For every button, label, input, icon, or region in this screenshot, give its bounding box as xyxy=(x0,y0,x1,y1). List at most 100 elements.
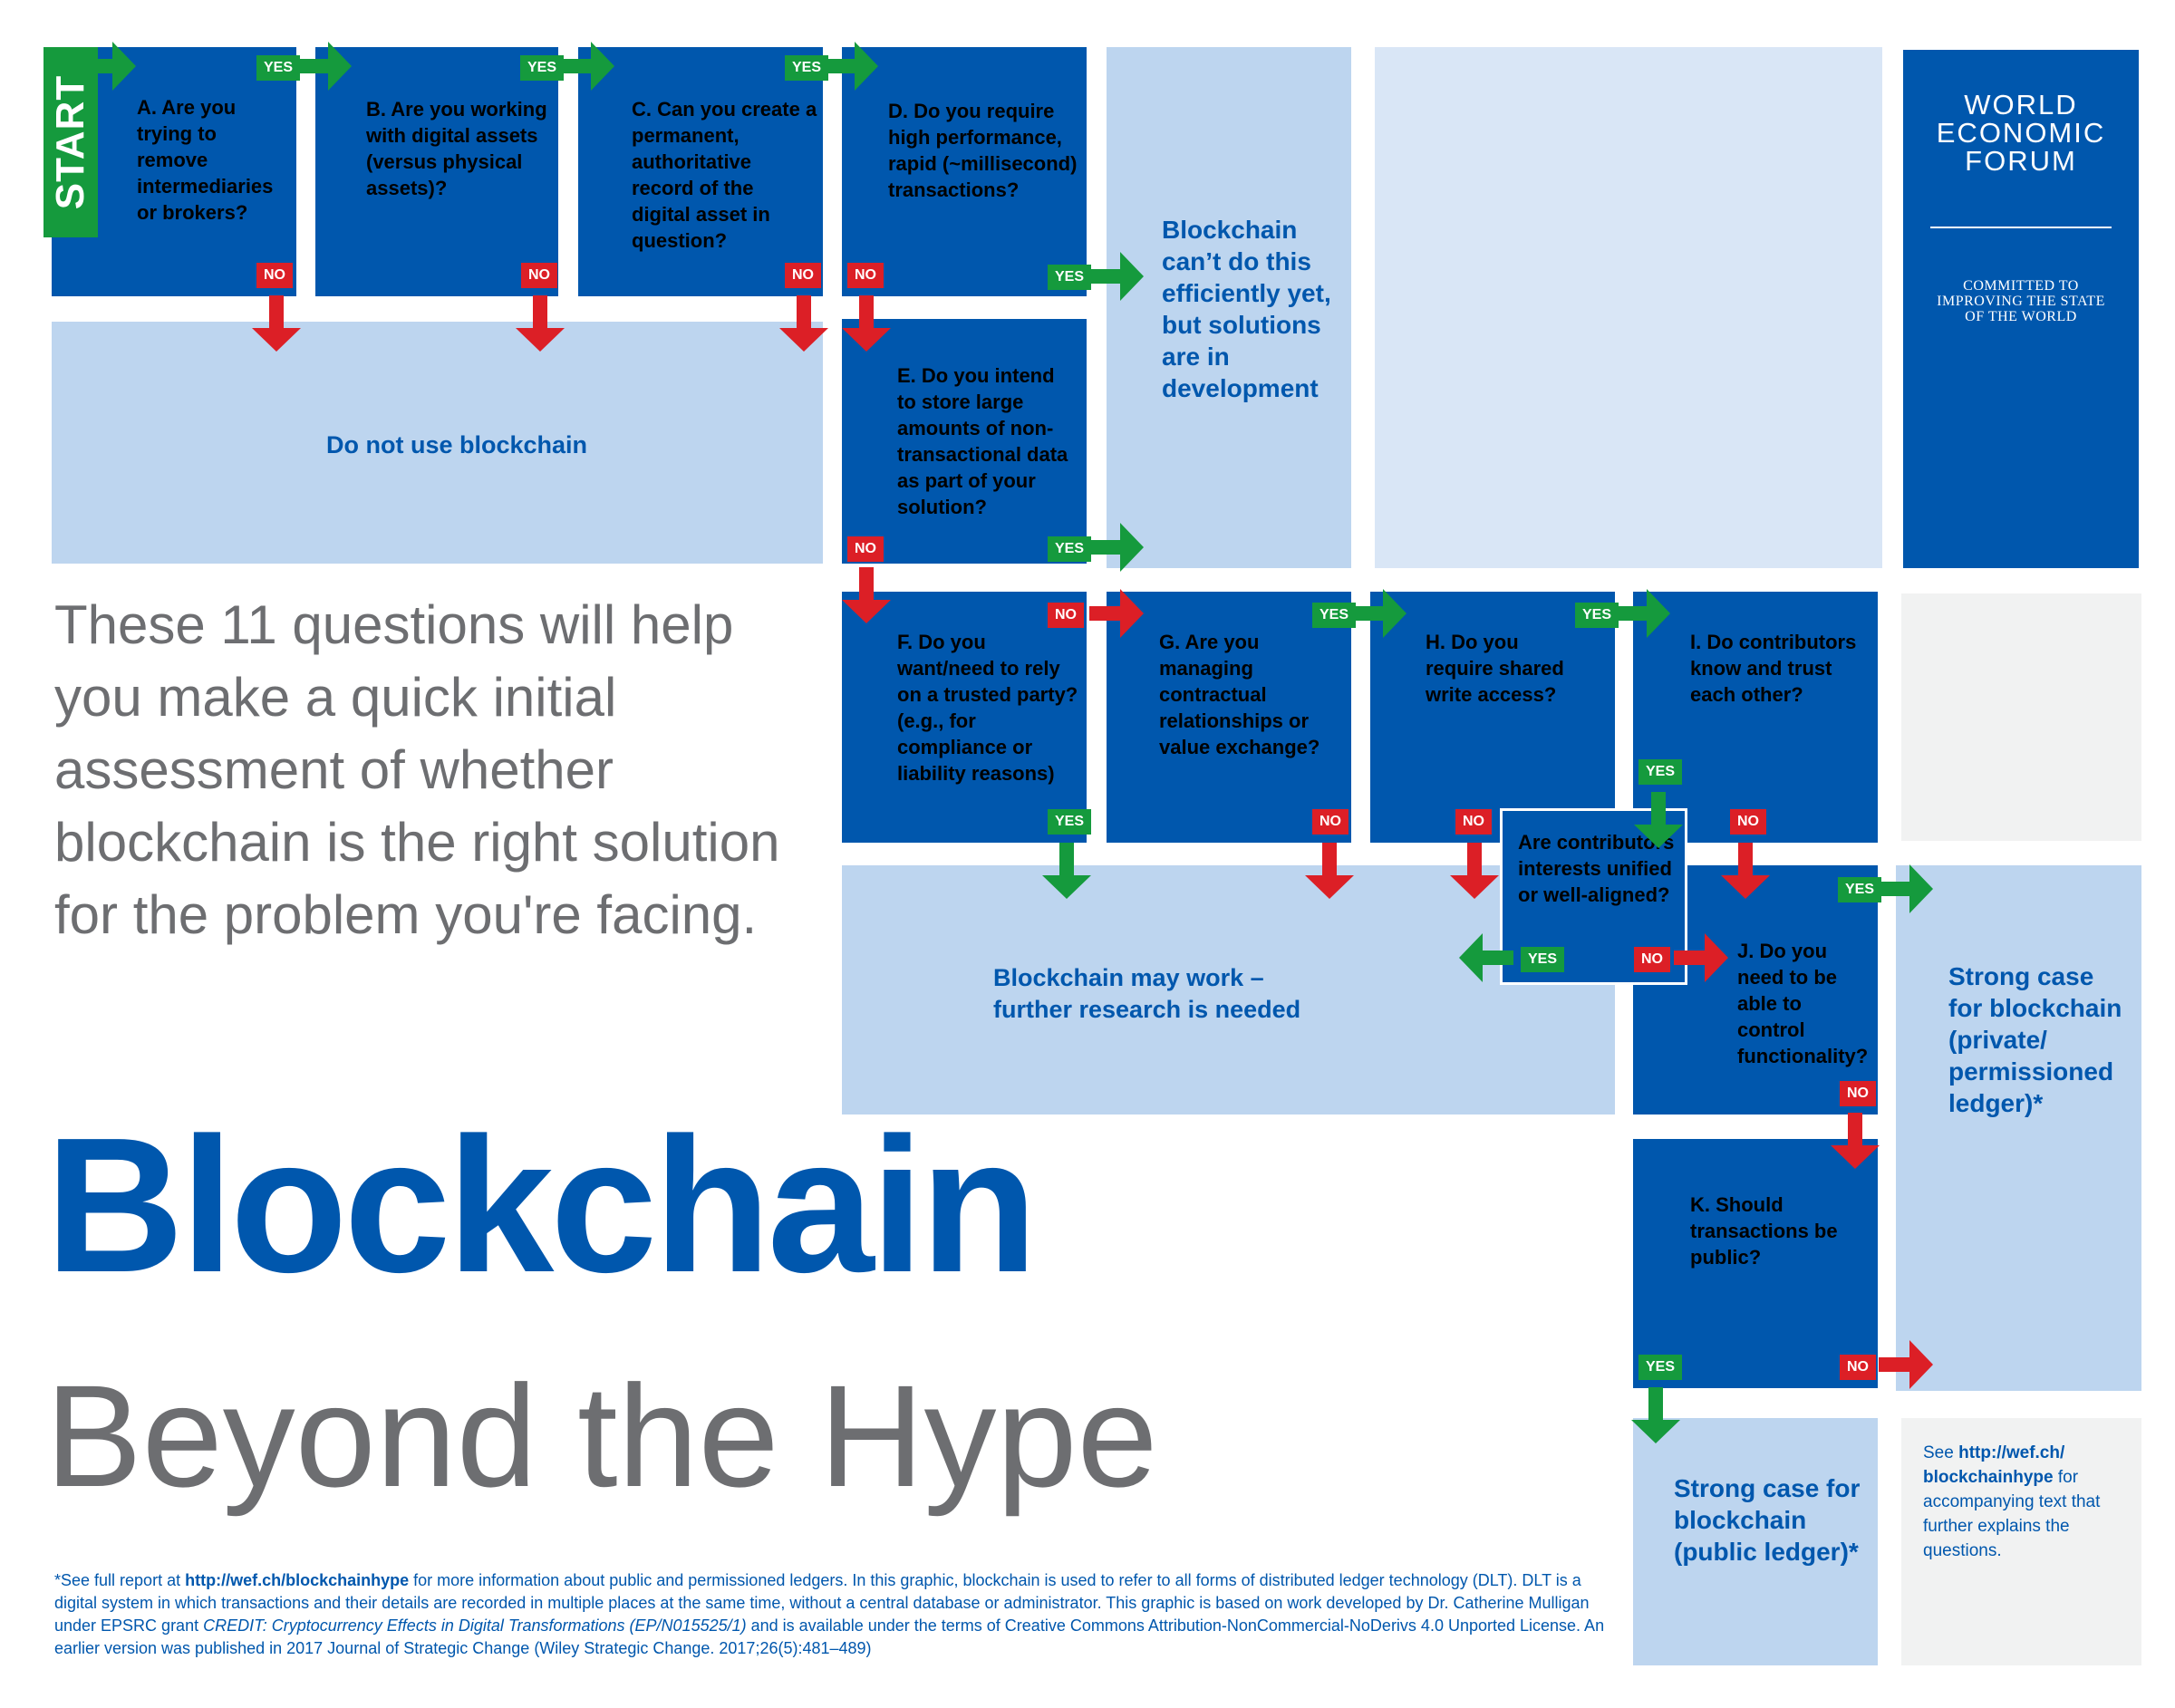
see-more-note: See http://wef.ch/ blockchainhype for ac… xyxy=(1923,1441,2122,1563)
arrow-start-to-a xyxy=(82,42,136,91)
outcome-box-may-work xyxy=(842,865,1615,1115)
arrow-f-yes xyxy=(1042,843,1091,899)
arrow-h-yes xyxy=(1616,589,1670,638)
outcome-do-not-use: Do not use blockchain xyxy=(326,431,588,458)
question-i: I. Do contributors know and trust each o… xyxy=(1690,631,1857,706)
label-f-yes: YES xyxy=(1048,809,1092,835)
outcome-box-do-not-use xyxy=(52,322,823,564)
arrow-h-no xyxy=(1450,843,1499,899)
question-box-i xyxy=(1633,592,1878,843)
label-g-yes: YES xyxy=(1312,603,1357,628)
label-aligned-yes: YES xyxy=(1521,947,1565,972)
arrow-d-yes xyxy=(1089,252,1144,301)
question-f: F. Do you want/need to rely on a trusted… xyxy=(897,631,1078,785)
arrow-e-yes xyxy=(1089,523,1144,572)
footnote: *See full report at http://wef.ch/blockc… xyxy=(54,1569,1613,1660)
label-a-no: NO xyxy=(256,263,293,288)
arrow-c-no xyxy=(779,295,828,352)
wef-tagline: COMMITTED TO IMPROVING THE STATE OF THE … xyxy=(1903,278,2139,324)
wef-tagline-line-2: IMPROVING THE STATE xyxy=(1937,294,2105,309)
arrow-j-no xyxy=(1831,1113,1880,1169)
question-b: B. Are you working with digital assets (… xyxy=(366,98,547,199)
label-i-yes: YES xyxy=(1638,759,1683,785)
question-e: E. Do you intend to store large amounts … xyxy=(897,364,1068,518)
label-e-yes: YES xyxy=(1048,536,1092,562)
label-k-yes: YES xyxy=(1638,1355,1683,1380)
arrow-g-no xyxy=(1305,843,1354,899)
question-d: D. Do you require high performance, rapi… xyxy=(888,100,1078,201)
question-k: K. Should transactions be public? xyxy=(1690,1193,1838,1269)
arrow-g-yes xyxy=(1352,589,1406,638)
outcome-cant-do: Blockchain can’t do this efficiently yet… xyxy=(1162,216,1331,402)
outcome-strong-private: Strong case for blockchain (private/ per… xyxy=(1948,962,2122,1117)
arrow-b-yes xyxy=(560,42,614,91)
label-b-yes: YES xyxy=(520,55,565,81)
wef-tagline-line-1: COMMITTED TO xyxy=(1963,278,2079,294)
arrow-f-no xyxy=(1089,589,1144,638)
arrow-b-no xyxy=(516,295,565,352)
label-f-no: NO xyxy=(1048,603,1084,628)
see-more-suffix: for accompanying text that further expla… xyxy=(1923,1468,2101,1560)
question-box-k xyxy=(1633,1139,1878,1388)
start-marker: START xyxy=(44,47,98,237)
wef-rule xyxy=(1930,227,2112,228)
label-h-no: NO xyxy=(1455,809,1492,835)
question-box-h xyxy=(1370,592,1615,843)
arrow-i-yes xyxy=(1634,792,1683,848)
outcome-may-work: Blockchain may work – further research i… xyxy=(993,964,1301,1023)
question-g: G. Are you managing contractual relation… xyxy=(1159,631,1320,758)
arrow-a-yes xyxy=(297,42,352,91)
footnote-grant: CREDIT: Cryptocurrency Effects in Digita… xyxy=(203,1616,747,1635)
question-box-e xyxy=(842,319,1087,564)
footnote-part-1: *See full report at xyxy=(54,1571,186,1589)
label-c-yes: YES xyxy=(785,55,829,81)
see-more-link[interactable]: http://wef.ch/ blockchainhype xyxy=(1923,1443,2065,1487)
label-d-no: NO xyxy=(847,263,884,288)
grey-panel-bottom xyxy=(1901,1418,2141,1665)
question-c: C. Can you create a permanent, authorita… xyxy=(632,98,817,252)
see-more-prefix: See xyxy=(1923,1443,1959,1462)
arrow-aligned-no xyxy=(1674,933,1728,982)
label-e-no: NO xyxy=(847,536,884,562)
arrow-k-no xyxy=(1879,1340,1933,1389)
outcome-box-cant-do xyxy=(1107,47,1351,568)
question-box-c xyxy=(578,47,823,296)
arrow-a-no xyxy=(252,295,301,352)
label-d-yes: YES xyxy=(1048,265,1092,290)
label-b-no: NO xyxy=(521,263,557,288)
wef-name-line-1: WORLD xyxy=(1964,89,2078,121)
question-box-g xyxy=(1107,592,1351,843)
label-aligned-no: NO xyxy=(1634,947,1670,972)
arrow-k-yes xyxy=(1631,1387,1680,1443)
page-title: Blockchain xyxy=(45,1097,1038,1312)
arrow-e-no xyxy=(842,567,891,623)
page-subtitle: Beyond the Hype xyxy=(45,1355,1158,1517)
label-g-no: NO xyxy=(1312,809,1348,835)
footnote-link[interactable]: http://wef.ch/blockchainhype xyxy=(185,1571,410,1589)
label-a-yes: YES xyxy=(256,55,301,81)
arrow-i-no xyxy=(1721,843,1770,899)
wef-name-line-3: FORUM xyxy=(1965,145,2077,177)
label-j-yes: YES xyxy=(1838,877,1882,902)
intro-text: These 11 questions will help you make a … xyxy=(54,594,780,945)
arrow-d-no xyxy=(842,295,891,352)
outcome-box-strong-public xyxy=(1633,1418,1878,1665)
grey-panel-top xyxy=(1901,593,2141,841)
arrow-c-yes xyxy=(824,42,878,91)
arrow-aligned-yes xyxy=(1459,933,1513,982)
question-a: A. Are you trying to remove intermediari… xyxy=(137,96,274,224)
question-box-d xyxy=(842,47,1087,296)
question-box-f xyxy=(842,592,1087,843)
footnote-part-2: for more information about public and pe… xyxy=(54,1571,1590,1635)
outcome-box-strong-private xyxy=(1896,865,2141,1391)
footnote-part-3: and is available under the terms of Crea… xyxy=(54,1616,1605,1657)
outcome-strong-public: Strong case for blockchain (public ledge… xyxy=(1674,1474,1861,1566)
wef-name: WORLD ECONOMIC FORUM xyxy=(1903,91,2139,175)
wef-logo: WORLD ECONOMIC FORUM COMMITTED TO IMPROV… xyxy=(1903,50,2139,568)
wef-name-line-2: ECONOMIC xyxy=(1936,117,2106,149)
label-i-no: NO xyxy=(1730,809,1766,835)
label-h-yes: YES xyxy=(1575,603,1619,628)
label-k-no: NO xyxy=(1840,1355,1876,1380)
start-label: START xyxy=(48,74,92,210)
question-h: H. Do you require shared write access? xyxy=(1426,631,1564,706)
